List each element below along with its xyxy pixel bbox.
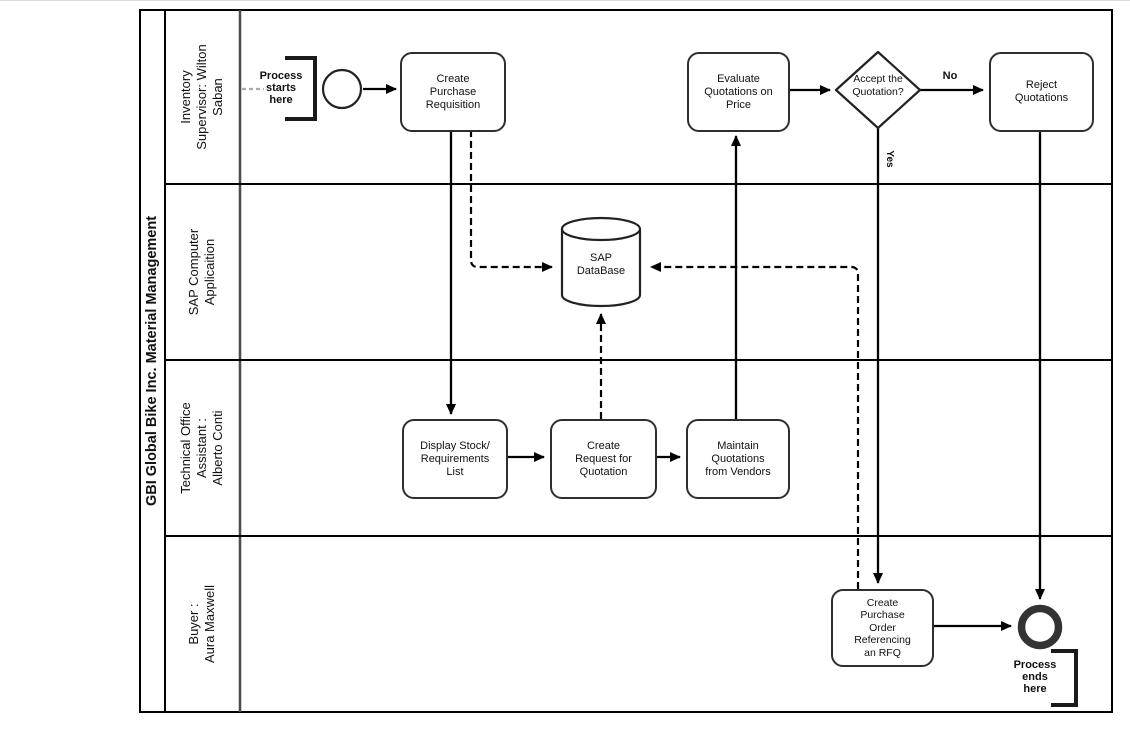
lane-label-inventory-supervisor: Inventory Supervisor: Wilton Saban bbox=[178, 44, 225, 150]
gateway-no-label: No bbox=[942, 70, 958, 82]
database-label: SAP DataBase bbox=[576, 252, 626, 277]
task-create-request-for-quotation: Create Request for Quotation bbox=[550, 419, 657, 499]
task-maintain-quotations-from-vendors: Maintain Quotations from Vendors bbox=[686, 419, 790, 499]
dataflow-requisition-to-database bbox=[469, 130, 553, 272]
end-annotation-bracket bbox=[1051, 649, 1078, 707]
end-annotation: Process ends here bbox=[1013, 659, 1057, 695]
gateway-diamond bbox=[834, 50, 922, 130]
dataflow-create-po-to-database bbox=[650, 262, 860, 589]
lane-label-sap-computer-application: SAP Computer Applicaition bbox=[186, 228, 217, 316]
lane-label-technical-office-assistant: Technical Office Assistant : Alberto Con… bbox=[178, 402, 225, 494]
end-event-circle bbox=[1017, 604, 1063, 650]
task-create-purchase-order-referencing-rfq: Create Purchase Order Referencing an RFQ bbox=[831, 589, 934, 667]
task-reject-quotations: Reject Quotations bbox=[989, 52, 1094, 132]
database-cylinder-body bbox=[560, 229, 642, 308]
pool-title: GBI Global Bike Inc. Material Management bbox=[144, 215, 160, 507]
start-annotation: Process starts here bbox=[259, 70, 303, 106]
task-evaluate-quotations-on-price: Evaluate Quotations on Price bbox=[687, 52, 790, 132]
start-annotation-bracket bbox=[285, 56, 317, 121]
page-top-divider bbox=[0, 0, 1130, 1]
task-display-stock-requirements-list: Display Stock/ Requirements List bbox=[402, 419, 508, 499]
lane-label-buyer: Buyer : Aura Maxwell bbox=[186, 584, 217, 664]
task-create-purchase-requisition: Create Purchase Requisition bbox=[400, 52, 506, 132]
start-event-circle bbox=[321, 68, 363, 110]
database-cylinder-top bbox=[560, 216, 642, 242]
gateway-yes-label: Yes bbox=[884, 150, 895, 168]
gateway-label: Accept the Quotation? bbox=[852, 73, 904, 98]
